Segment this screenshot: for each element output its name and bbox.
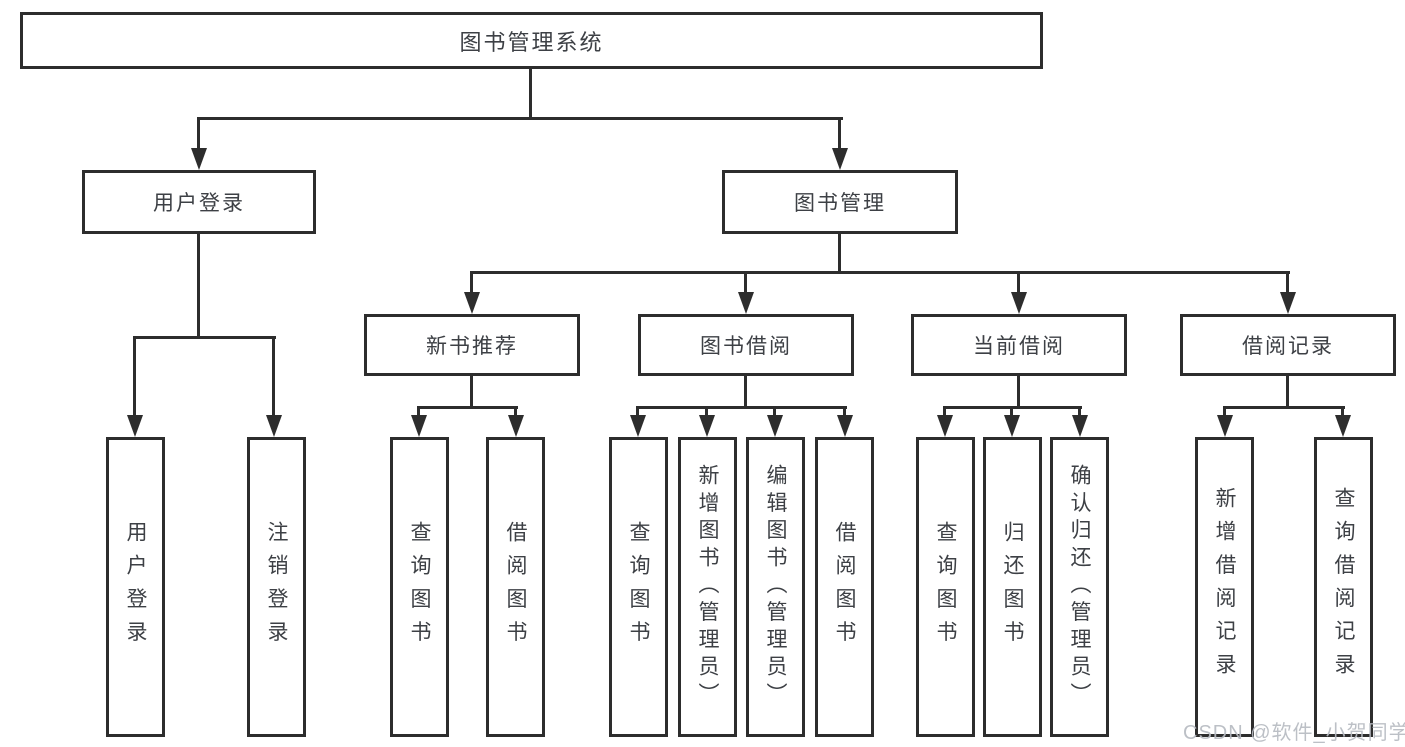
edge-stem-leaf-logout xyxy=(272,336,275,417)
leaf-borrow-query-book: 查询图书 xyxy=(609,437,668,737)
edge-stem-book-borrow xyxy=(744,271,747,294)
node-current-borrow: 当前借阅 xyxy=(911,314,1127,376)
node-borrow-records: 借阅记录 xyxy=(1180,314,1396,376)
arrowhead-borrow-book xyxy=(837,415,853,437)
edge-recommend-hline xyxy=(417,406,518,409)
leaf-query-borrow-record: 查询借阅记录 xyxy=(1314,437,1373,737)
edge-stem-query-record xyxy=(1341,406,1344,417)
arrowhead-book-management xyxy=(832,148,848,170)
node-user-login-label: 用户登录 xyxy=(153,192,245,215)
edge-stem-current-borrow xyxy=(1017,271,1020,294)
leaf-add-book-admin: 新增图书（管理员） xyxy=(678,437,737,737)
edge-stem-current-query xyxy=(943,406,946,417)
edge-stem-borrow-records xyxy=(1286,271,1289,294)
edge-stem-leaf-user-login xyxy=(133,336,136,417)
edge-borrow-stem xyxy=(744,376,747,409)
leaf-user-login: 用户登录 xyxy=(106,437,165,737)
arrowhead-recommend-borrow xyxy=(508,415,524,437)
edge-stem-recommend-query xyxy=(417,406,420,417)
csdn-watermark: CSDN @软件_小贺同学 xyxy=(1183,722,1405,744)
edge-records-hline xyxy=(1223,406,1345,409)
leaf-current-query-book-label: 查询图书 xyxy=(934,520,957,654)
edge-stem-user-login xyxy=(197,117,200,150)
leaf-edit-book-admin-label: 编辑图书（管理员） xyxy=(764,464,787,710)
edge-recommend-stem xyxy=(470,376,473,409)
arrowhead-user-login xyxy=(191,148,207,170)
leaf-recommend-borrow-book: 借阅图书 xyxy=(486,437,545,737)
leaf-recommend-query-book: 查询图书 xyxy=(390,437,449,737)
edge-stem-edit-book xyxy=(773,406,776,417)
leaf-borrow-query-book-label: 查询图书 xyxy=(627,520,650,654)
edge-borrow-hline xyxy=(636,406,847,409)
arrowhead-book-borrow xyxy=(738,292,754,314)
arrowhead-current-query xyxy=(937,415,953,437)
arrowhead-edit-book xyxy=(767,415,783,437)
leaf-logout: 注销登录 xyxy=(247,437,306,737)
node-book-management: 图书管理 xyxy=(722,170,958,234)
arrowhead-add-record xyxy=(1217,415,1233,437)
edge-current-stem xyxy=(1017,376,1020,409)
leaf-query-borrow-record-label: 查询借阅记录 xyxy=(1332,487,1355,687)
arrowhead-new-book-recommend xyxy=(464,292,480,314)
arrowhead-leaf-user-login xyxy=(127,415,143,437)
edge-stem-return-book xyxy=(1010,406,1013,417)
leaf-confirm-return-admin: 确认归还（管理员） xyxy=(1050,437,1109,737)
edge-stem-borrow-book xyxy=(843,406,846,417)
arrowhead-current-borrow xyxy=(1011,292,1027,314)
arrowhead-recommend-query xyxy=(411,415,427,437)
leaf-borrow-book-label: 借阅图书 xyxy=(833,520,856,654)
leaf-add-borrow-record-label: 新增借阅记录 xyxy=(1213,487,1236,687)
leaf-return-book-label: 归还图书 xyxy=(1001,520,1024,654)
arrowhead-return-book xyxy=(1004,415,1020,437)
node-book-management-label: 图书管理 xyxy=(794,192,886,215)
node-user-login: 用户登录 xyxy=(82,170,316,234)
edge-stem-new-book-recommend xyxy=(470,271,473,294)
edge-user-login-hline xyxy=(133,336,276,339)
edge-root-stem xyxy=(529,69,532,120)
leaf-edit-book-admin: 编辑图书（管理员） xyxy=(746,437,805,737)
edge-root-hline xyxy=(197,117,843,120)
leaf-user-login-label: 用户登录 xyxy=(124,520,147,654)
edge-stem-add-book xyxy=(705,406,708,417)
arrowhead-borrow-records xyxy=(1280,292,1296,314)
edge-stem-borrow-query xyxy=(636,406,639,417)
edge-stem-book-management xyxy=(838,117,841,150)
node-root-system: 图书管理系统 xyxy=(20,12,1043,69)
node-book-borrow-label: 图书借阅 xyxy=(700,335,792,358)
arrowhead-confirm-return xyxy=(1072,415,1088,437)
node-root-label: 图书管理系统 xyxy=(459,29,604,55)
edge-records-stem xyxy=(1286,376,1289,409)
arrowhead-leaf-logout xyxy=(266,415,282,437)
leaf-recommend-query-book-label: 查询图书 xyxy=(408,520,431,654)
arrowhead-add-book xyxy=(699,415,715,437)
node-new-book-recommend-label: 新书推荐 xyxy=(426,335,518,358)
leaf-recommend-borrow-book-label: 借阅图书 xyxy=(504,520,527,654)
edge-stem-confirm-return xyxy=(1078,406,1081,417)
node-borrow-records-label: 借阅记录 xyxy=(1242,335,1334,358)
leaf-borrow-book: 借阅图书 xyxy=(815,437,874,737)
edge-book-management-hline xyxy=(470,271,1290,274)
edge-user-login-stem xyxy=(197,234,200,339)
node-book-borrow: 图书借阅 xyxy=(638,314,854,376)
node-current-borrow-label: 当前借阅 xyxy=(973,335,1065,358)
leaf-add-book-admin-label: 新增图书（管理员） xyxy=(696,464,719,710)
arrowhead-borrow-query xyxy=(630,415,646,437)
node-new-book-recommend: 新书推荐 xyxy=(364,314,580,376)
leaf-return-book: 归还图书 xyxy=(983,437,1042,737)
edge-book-management-stem xyxy=(838,234,841,274)
edge-stem-add-record xyxy=(1223,406,1226,417)
leaf-logout-label: 注销登录 xyxy=(265,520,288,654)
leaf-confirm-return-admin-label: 确认归还（管理员） xyxy=(1068,464,1091,710)
edge-stem-recommend-borrow xyxy=(514,406,517,417)
leaf-current-query-book: 查询图书 xyxy=(916,437,975,737)
leaf-add-borrow-record: 新增借阅记录 xyxy=(1195,437,1254,737)
arrowhead-query-record xyxy=(1335,415,1351,437)
